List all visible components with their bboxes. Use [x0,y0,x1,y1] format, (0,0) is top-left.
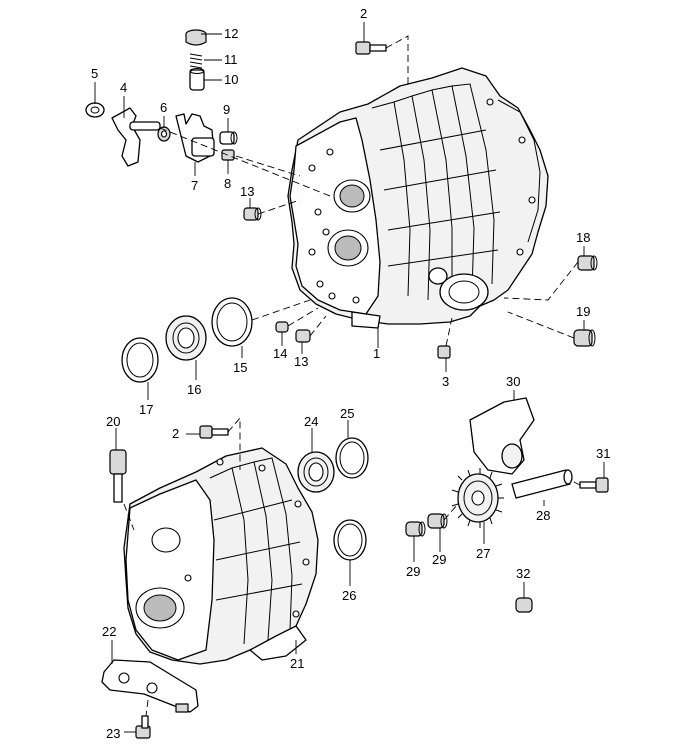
part-20-sensor [109,449,127,503]
callout-25: 25 [340,406,354,421]
part-12-cap [185,29,207,46]
callout-3: 3 [442,374,449,389]
part-9-bushing [219,131,238,145]
part-4-lever [111,107,161,167]
callout-5: 5 [91,66,98,81]
part-17-circlip [121,337,159,383]
callout-28: 28 [536,508,550,523]
part-14-dowel [275,321,289,333]
callout-16: 16 [187,382,201,397]
callout-24: 24 [304,414,318,429]
callout-23: 23 [106,726,120,741]
part-2-bolt-upper [355,41,387,55]
part-10-pin [189,68,205,91]
part-5-circlip [85,102,105,118]
part-6-washer [157,126,171,142]
callout-2-upper: 2 [360,6,367,21]
part-32-cap [515,597,533,613]
part-31-bolt [579,477,609,493]
part-29-bushing-a [427,513,448,529]
part-19-plug [573,329,596,347]
part-16-seal [165,315,207,361]
callout-30: 30 [506,374,520,389]
callout-7: 7 [191,178,198,193]
transmission-housing-main [287,67,549,329]
callout-29a: 29 [406,564,420,579]
callout-27: 27 [476,546,490,561]
callout-12: 12 [224,26,238,41]
part-29-bushing-b [405,521,426,537]
callout-4: 4 [120,80,127,95]
callout-17: 17 [139,402,153,417]
part-25-circlip [335,437,369,479]
part-28-shaft [511,469,573,499]
callout-15: 15 [233,360,247,375]
part-27-gear [451,468,504,528]
callout-32: 32 [516,566,530,581]
callout-20: 20 [106,414,120,429]
part-24-seal [297,451,335,493]
part-2-bolt-lower [199,425,229,439]
callout-29b: 29 [432,552,446,567]
callout-18: 18 [576,230,590,245]
callout-22: 22 [102,624,116,639]
callout-6: 6 [160,100,167,115]
callout-13-lower: 13 [294,354,308,369]
callout-13-upper: 13 [240,184,254,199]
callout-26: 26 [342,588,356,603]
callout-21: 21 [290,656,304,671]
callout-19: 19 [576,304,590,319]
part-22-bracket [101,659,199,713]
part-30-lever [469,397,535,475]
callout-9: 9 [223,102,230,117]
part-26-circlip [333,519,367,561]
callout-2-lower: 2 [172,426,179,441]
part-15-circlip [211,297,253,347]
part-11-spring [189,53,203,69]
part-13-sleeve-upper [243,207,262,221]
part-3-drain-plug [437,345,451,359]
callout-11: 11 [224,52,238,67]
part-7-selector-fork [175,113,215,163]
callout-14: 14 [273,346,287,361]
callout-1: 1 [373,346,380,361]
callout-10: 10 [224,72,238,87]
part-8-clip [221,149,235,161]
part-13-sleeve-lower [295,329,311,343]
transmission-housing-rear [123,447,319,665]
callout-31: 31 [596,446,610,461]
callout-labels: 1 2 2 3 4 5 6 7 8 9 10 11 12 13 13 14 15… [91,6,610,741]
part-18-plug [577,255,598,271]
part-23-bolt [135,715,151,739]
leader-lines [94,22,605,733]
callout-8: 8 [224,176,231,191]
